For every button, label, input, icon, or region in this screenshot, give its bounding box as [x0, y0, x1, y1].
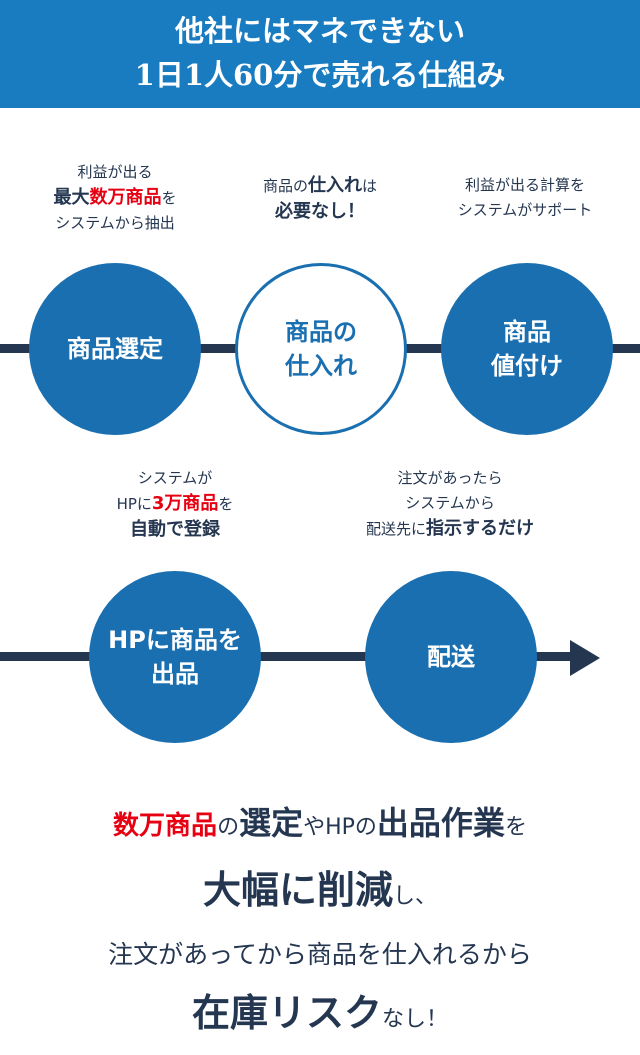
summary-text: の	[217, 815, 240, 840]
summary-bold: 出品作業	[376, 804, 505, 842]
step3-note: 利益が出る計算を システムがサポート	[425, 173, 625, 223]
step-delivery: 配送	[365, 571, 537, 743]
summary-text: し、	[393, 884, 438, 909]
note-bold: 指示するだけ	[426, 518, 534, 539]
step-product-purchase: 商品の仕入れ	[235, 263, 407, 435]
note-bold: 自動で登録	[130, 519, 220, 540]
note-text: 配送先に	[365, 520, 426, 538]
summary-highlight: 数万商品	[113, 811, 218, 841]
note-highlight: 数万商品	[89, 187, 162, 208]
step-pricing: 商品値付け	[441, 263, 613, 435]
step-product-selection: 商品選定	[29, 263, 201, 435]
step-label: 商品選定	[67, 335, 163, 363]
note-text: HPに	[116, 495, 152, 513]
note-text: を	[161, 189, 177, 207]
header-title-line1: 他社にはマネできない	[174, 14, 465, 48]
flow-line-bottom	[0, 652, 575, 661]
step-listing: HPに商品を出品	[89, 571, 261, 743]
note-text: 注文があったら	[397, 469, 503, 487]
step-label: 仕入れ	[285, 352, 357, 380]
note-text: 利益が出る計算を	[464, 176, 585, 194]
summary-bold: 選定	[239, 804, 304, 842]
summary-text: HPの	[325, 815, 377, 840]
step-label: 商品	[503, 318, 551, 346]
note-text: 利益が出る	[77, 163, 153, 181]
summary-bold: 在庫リスク	[191, 991, 382, 1035]
summary-text: なし！	[382, 1007, 449, 1032]
step1-note: 利益が出る 最大数万商品を システムから抽出	[15, 160, 215, 236]
step-label: 出品	[151, 660, 199, 688]
summary-text: を	[504, 815, 527, 840]
summary-text: や	[303, 815, 326, 840]
step2-note: 商品の仕入れは 必要なし！	[220, 173, 420, 225]
step5-note: 注文があったら システムから 配送先に指示するだけ	[340, 466, 560, 542]
note-text: システムから抽出	[55, 214, 175, 232]
summary: 数万商品の選定やHPの出品作業を 大幅に削減し、 注文があってから商品を仕入れる…	[0, 795, 640, 1055]
note-bold: 仕入れ	[308, 175, 362, 196]
note-text: システムがサポート	[457, 201, 593, 219]
note-text: システムから	[405, 494, 495, 512]
note-text: は	[362, 177, 378, 195]
arrow-right-icon	[570, 640, 600, 676]
summary-text: 注文があってから商品を仕入れるから	[108, 940, 532, 969]
summary-bold: 大幅に削減	[202, 868, 393, 912]
step-label: 配送	[427, 643, 475, 671]
step-label: 値付け	[491, 352, 563, 380]
header-banner: 他社にはマネできない 1日1人60分で売れる仕組み	[0, 0, 640, 108]
step4-note: システムが HPに3万商品を 自動で登録	[75, 466, 275, 543]
header-title-line2: 1日1人60分で売れる仕組み	[134, 58, 506, 92]
note-text: を	[218, 495, 234, 513]
note-bold: 最大	[53, 187, 90, 208]
note-highlight: 3万商品	[151, 493, 219, 514]
step-label: HPに商品を	[108, 626, 242, 654]
note-text: システムが	[137, 469, 213, 487]
step-label: 商品の	[285, 318, 357, 346]
note-text: 商品の	[262, 177, 308, 195]
note-bold: 必要なし！	[275, 201, 365, 222]
